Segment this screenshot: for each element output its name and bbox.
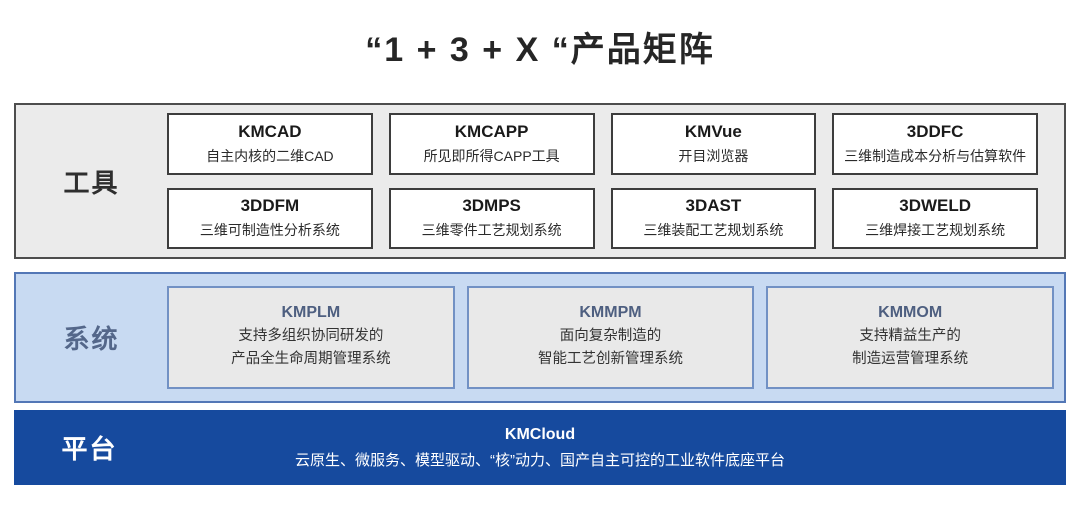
tools-section-label: 工具: [63, 167, 120, 198]
tool-card-3dmps: 3DMPS 三维零件工艺规划系统: [388, 187, 595, 249]
system-card-desc-line2: 产品全生命周期管理系统: [231, 351, 391, 367]
tool-card-desc: 自主内核的二维CAD: [206, 147, 334, 164]
tool-card-title: KMVue: [684, 121, 742, 141]
tool-card-title: 3DDFM: [240, 196, 300, 216]
system-card-title: KMMOM: [878, 303, 943, 321]
tools-card-grid: KMCAD 自主内核的二维CAD KMCAPP 所见即所得CAPP工具 KMVu…: [167, 105, 1064, 257]
system-card-desc: 支持精益生产的 制造运营管理系统: [852, 325, 968, 371]
platform-desc: 云原生、微服务、模型驱动、“核”动力、国产自主可控的工业软件底座平台: [295, 451, 785, 469]
system-card-title: KMMPM: [579, 303, 642, 321]
tool-card-desc: 三维装配工艺规划系统: [643, 222, 784, 239]
tool-card-3ddfc: 3DDFC 三维制造成本分析与估算软件: [832, 113, 1038, 175]
systems-section-label: 系统: [63, 324, 120, 354]
tool-card-desc: 所见即所得CAPP工具: [423, 147, 560, 164]
platform-content: KMCloud 云原生、微服务、模型驱动、“核”动力、国产自主可控的工业软件底座…: [14, 410, 1066, 485]
tool-card-title: 3DWELD: [899, 196, 972, 216]
tool-card-kmcapp: KMCAPP 所见即所得CAPP工具: [388, 113, 595, 175]
system-card-desc-line2: 制造运营管理系统: [852, 351, 969, 367]
system-card-title: KMPLM: [281, 303, 341, 321]
tool-card-desc: 三维可制造性分析系统: [199, 222, 340, 239]
platform-title: KMCloud: [504, 425, 576, 443]
systems-card-grid: KMPLM 支持多组织协同研发的 产品全生命周期管理系统 KMMPM 面向复杂制…: [167, 274, 1064, 401]
tool-card-3dast: 3DAST 三维装配工艺规划系统: [610, 187, 817, 249]
tool-card-3dweld: 3DWELD 三维焊接工艺规划系统: [832, 187, 1038, 249]
platform-section-label: 平台: [61, 434, 118, 464]
tool-card-title: KMCAD: [238, 121, 302, 141]
tool-card-kmcad: KMCAD 自主内核的二维CAD: [167, 113, 373, 175]
system-card-kmmpm: KMMPM 面向复杂制造的 智能工艺创新管理系统: [466, 286, 755, 389]
tools-section: 工具 KMCAD 自主内核的二维CAD KMCAPP 所见即所得CAPP工具 K…: [14, 103, 1066, 259]
tool-card-desc: 开目浏览器: [678, 147, 749, 164]
tool-card-title: KMCAPP: [454, 121, 529, 141]
tool-card-desc: 三维制造成本分析与估算软件: [844, 147, 1027, 164]
tool-card-title: 3DDFC: [906, 121, 964, 141]
system-card-kmmom: KMMOM 支持精益生产的 制造运营管理系统: [766, 286, 1054, 389]
system-card-desc: 面向复杂制造的 智能工艺创新管理系统: [538, 325, 683, 371]
tool-card-kmvue: KMVue 开目浏览器: [610, 113, 817, 175]
system-card-desc: 支持多组织协同研发的 产品全生命周期管理系统: [231, 325, 391, 371]
system-card-desc-line1: 支持精益生产的: [859, 327, 961, 344]
systems-section: 系统 KMPLM 支持多组织协同研发的 产品全生命周期管理系统 KMMPM 面向…: [14, 272, 1066, 403]
tool-card-title: 3DMPS: [462, 196, 521, 216]
platform-section: 平台 KMCloud 云原生、微服务、模型驱动、“核”动力、国产自主可控的工业软…: [14, 410, 1066, 485]
tool-card-desc: 三维焊接工艺规划系统: [865, 222, 1006, 239]
tool-card-3ddfm: 3DDFM 三维可制造性分析系统: [167, 187, 373, 249]
system-card-desc-line1: 支持多组织协同研发的: [238, 327, 384, 344]
page-title: “1 + 3 + X “产品矩阵: [365, 31, 715, 69]
tool-card-title: 3DAST: [685, 196, 742, 216]
system-card-kmplm: KMPLM 支持多组织协同研发的 产品全生命周期管理系统: [167, 286, 455, 389]
tool-card-desc: 三维零件工艺规划系统: [421, 222, 562, 239]
system-card-desc-line1: 面向复杂制造的: [559, 327, 662, 344]
system-card-desc-line2: 智能工艺创新管理系统: [537, 351, 683, 367]
